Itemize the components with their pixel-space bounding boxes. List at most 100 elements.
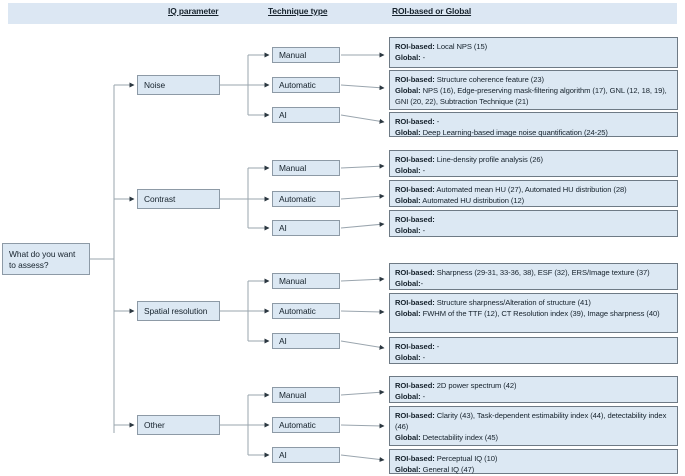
roi-based-value: Sharpness (29-31, 33-36, 38), ESF (32), … <box>434 268 650 277</box>
roi-box-contrast-automatic[interactable]: ROI-based: Automated mean HU (27), Autom… <box>389 180 678 207</box>
roi-based-line: ROI-based: <box>395 214 672 225</box>
node-root-question[interactable]: What do you want to assess? <box>2 243 90 275</box>
global-line: Global: - <box>395 225 672 236</box>
roi-based-label: ROI-based: <box>395 75 435 84</box>
global-value: - <box>420 353 426 363</box>
roi-based-label: ROI-based: <box>395 268 435 277</box>
global-label: Global: <box>395 433 421 443</box>
root-question-line-2: to assess? <box>9 259 49 270</box>
roi-based-value: 2D power spectrum (42) <box>434 381 517 390</box>
global-label: Global: <box>395 309 421 319</box>
column-header-roi-based-or-global: ROI-based or Global <box>392 6 472 16</box>
global-value: Deep Learning-based image noise quantifi… <box>420 128 608 138</box>
roi-based-value: Structure sharpness/Alteration of struct… <box>434 298 591 307</box>
node-iq-parameter-contrast[interactable]: Contrast <box>137 189 220 209</box>
roi-box-contrast-manual[interactable]: ROI-based: Line-density profile analysis… <box>389 150 678 177</box>
roi-based-line: ROI-based: Structure sharpness/Alteratio… <box>395 297 672 308</box>
roi-based-value: Clarity (43), Task-dependent estimabilit… <box>395 411 667 432</box>
roi-based-label: ROI-based: <box>395 342 435 351</box>
global-line: Global: - <box>395 352 672 363</box>
global-line: Global: - <box>395 52 672 63</box>
node-iq-parameter-other[interactable]: Other <box>137 415 220 435</box>
global-value: NPS (16), Edge-preserving mask-filtering… <box>395 86 667 107</box>
global-line: Global: - <box>395 391 672 402</box>
roi-box-other-ai[interactable]: ROI-based: Perceptual IQ (10) Global: Ge… <box>389 449 678 474</box>
global-label: Global: <box>395 196 421 206</box>
roi-based-label: ROI-based: <box>395 185 435 194</box>
roi-box-spatial-resolution-manual[interactable]: ROI-based: Sharpness (29-31, 33-36, 38),… <box>389 263 678 290</box>
global-label: Global: <box>395 53 421 63</box>
global-label: Global: <box>395 353 421 363</box>
global-line: Global: FWHM of the TTF (12), CT Resolut… <box>395 308 672 319</box>
roi-based-line: ROI-based: - <box>395 116 672 127</box>
roi-based-value: - <box>434 117 440 126</box>
roi-box-contrast-ai[interactable]: ROI-based: Global: - <box>389 210 678 237</box>
roi-box-spatial-resolution-automatic[interactable]: ROI-based: Structure sharpness/Alteratio… <box>389 293 678 333</box>
roi-based-value: Local NPS (15) <box>434 42 488 51</box>
roi-box-other-manual[interactable]: ROI-based: 2D power spectrum (42) Global… <box>389 376 678 403</box>
roi-based-value: Perceptual IQ (10) <box>434 454 498 463</box>
global-value: - <box>420 53 426 63</box>
global-line: Global: General IQ (47) <box>395 464 672 475</box>
roi-based-label: ROI-based: <box>395 42 435 51</box>
roi-based-value: Automated mean HU (27), Automated HU dis… <box>434 185 627 194</box>
roi-based-line: ROI-based: Local NPS (15) <box>395 41 672 52</box>
node-technique-other-manual[interactable]: Manual <box>272 387 340 403</box>
global-value: - <box>420 226 426 236</box>
global-line: Global: Detectability index (45) <box>395 432 672 443</box>
global-value: - <box>420 166 426 176</box>
node-technique-spatial-resolution-ai[interactable]: AI <box>272 333 340 349</box>
roi-box-other-automatic[interactable]: ROI-based: Clarity (43), Task-dependent … <box>389 406 678 446</box>
node-technique-spatial-resolution-manual[interactable]: Manual <box>272 273 340 289</box>
node-technique-other-ai[interactable]: AI <box>272 447 340 463</box>
roi-box-spatial-resolution-ai[interactable]: ROI-based: - Global: - <box>389 337 678 364</box>
node-technique-noise-automatic[interactable]: Automatic <box>272 77 340 93</box>
global-label: Global: <box>395 279 421 289</box>
node-technique-contrast-automatic[interactable]: Automatic <box>272 191 340 207</box>
global-line: Global:- <box>395 278 672 289</box>
node-iq-parameter-spatial-resolution[interactable]: Spatial resolution <box>137 301 220 321</box>
column-header-technique-type: Technique type <box>268 6 328 16</box>
column-header-iq-parameter: IQ parameter <box>168 6 219 16</box>
roi-based-label: ROI-based: <box>395 411 435 420</box>
global-label: Global: <box>395 392 421 402</box>
node-technique-other-automatic[interactable]: Automatic <box>272 417 340 433</box>
node-iq-parameter-noise[interactable]: Noise <box>137 75 220 95</box>
roi-based-line: ROI-based: Structure coherence feature (… <box>395 74 672 85</box>
global-value: Automated HU distribution (12) <box>420 196 525 206</box>
roi-based-line: ROI-based: Line-density profile analysis… <box>395 154 672 165</box>
node-technique-contrast-ai[interactable]: AI <box>272 220 340 236</box>
roi-based-line: ROI-based: Sharpness (29-31, 33-36, 38),… <box>395 267 672 278</box>
node-technique-contrast-manual[interactable]: Manual <box>272 160 340 176</box>
global-label: Global: <box>395 226 421 236</box>
roi-box-noise-manual[interactable]: ROI-based: Local NPS (15) Global: - <box>389 37 678 68</box>
roi-based-line: ROI-based: 2D power spectrum (42) <box>395 380 672 391</box>
global-label: Global: <box>395 128 421 138</box>
roi-box-noise-ai[interactable]: ROI-based: - Global: Deep Learning-based… <box>389 112 678 137</box>
global-line: Global: Deep Learning-based image noise … <box>395 127 672 138</box>
global-value: General IQ (47) <box>420 465 475 475</box>
global-value: FWHM of the TTF (12), CT Resolution inde… <box>420 309 660 319</box>
roi-based-value: Structure coherence feature (23) <box>434 75 544 84</box>
roi-based-label: ROI-based: <box>395 215 435 224</box>
roi-based-label: ROI-based: <box>395 381 435 390</box>
roi-based-label: ROI-based: <box>395 155 435 164</box>
roi-based-label: ROI-based: <box>395 117 435 126</box>
roi-based-label: ROI-based: <box>395 298 435 307</box>
global-value: - <box>420 392 426 402</box>
global-line: Global: NPS (16), Edge-preserving mask-f… <box>395 85 672 107</box>
global-label: Global: <box>395 465 421 475</box>
global-label: Global: <box>395 86 421 96</box>
node-technique-spatial-resolution-automatic[interactable]: Automatic <box>272 303 340 319</box>
roi-based-line: ROI-based: Clarity (43), Task-dependent … <box>395 410 672 432</box>
roi-based-value: - <box>434 342 440 351</box>
root-question-line-1: What do you want <box>9 248 76 259</box>
global-line: Global: Automated HU distribution (12) <box>395 195 672 206</box>
global-value: - <box>420 279 424 289</box>
node-technique-noise-ai[interactable]: AI <box>272 107 340 123</box>
node-technique-noise-manual[interactable]: Manual <box>272 47 340 63</box>
roi-box-noise-automatic[interactable]: ROI-based: Structure coherence feature (… <box>389 70 678 110</box>
roi-based-line: ROI-based: Perceptual IQ (10) <box>395 453 672 464</box>
roi-based-label: ROI-based: <box>395 454 435 463</box>
